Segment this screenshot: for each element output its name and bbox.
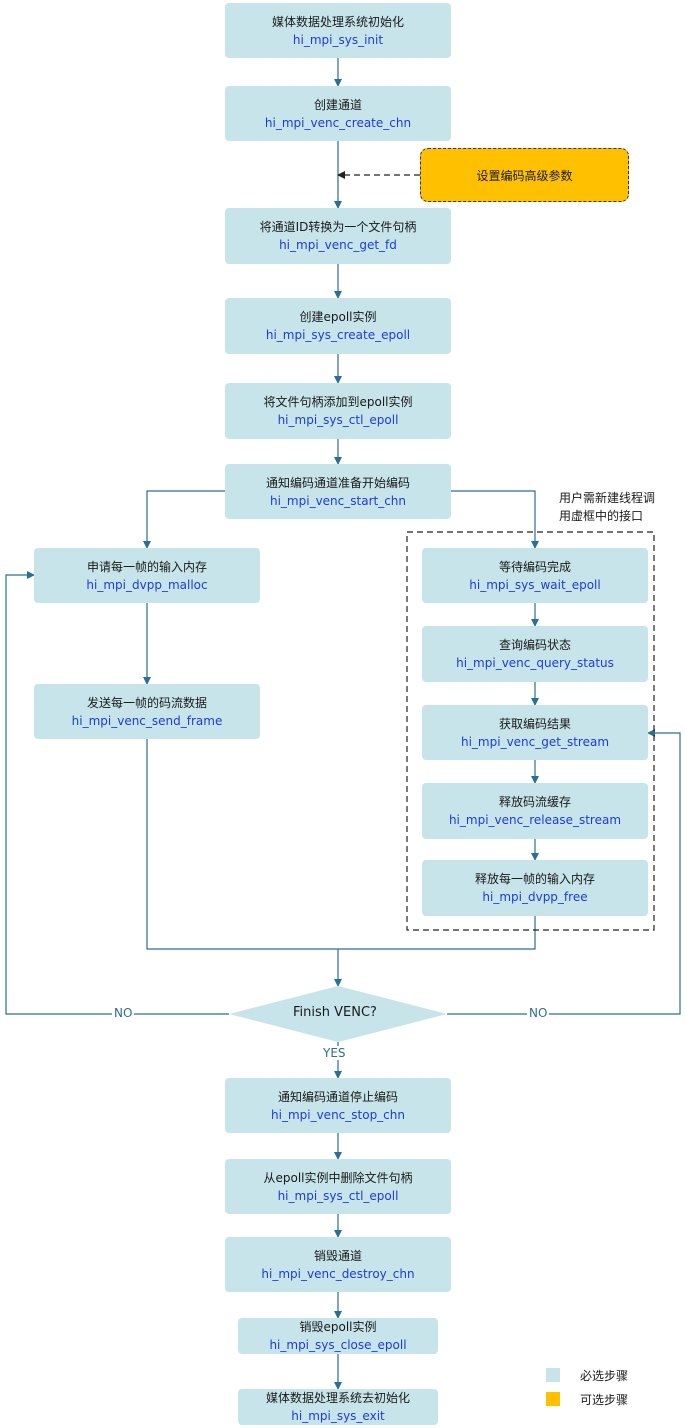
step-ctl-epoll-add: 将文件句柄添加到epoll实例 hi_mpi_sys_ctl_epoll <box>225 383 451 439</box>
legend-optional-swatch <box>546 1392 560 1406</box>
step-create-chn: 创建通道 hi_mpi_venc_create_chn <box>225 86 451 141</box>
step-send-frame: 发送每一帧的码流数据 hi_mpi_venc_send_frame <box>34 684 260 739</box>
arrow-start-to-malloc <box>143 490 225 549</box>
step-title: 媒体数据处理系统去初始化 <box>265 1391 410 1405</box>
step-func: hi_mpi_venc_create_chn <box>264 115 412 130</box>
decision-diamond <box>229 986 447 1042</box>
thread-note-line2: 用虚框中的接口 <box>559 509 644 523</box>
step-sys-init: 媒体数据处理系统初始化 hi_mpi_sys_init <box>225 3 451 58</box>
step-sys-exit: 媒体数据处理系统去初始化 hi_mpi_sys_exit <box>238 1389 438 1425</box>
thread-note-line1: 用户需新建线程调 <box>559 491 656 505</box>
step-func: hi_mpi_sys_ctl_epoll <box>277 1188 399 1203</box>
step-title: 创建通道 <box>313 97 362 112</box>
step-func: hi_mpi_venc_get_fd <box>279 238 397 252</box>
step-func: hi_mpi_sys_close_epoll <box>269 1338 407 1352</box>
line-free-to-merge <box>338 916 536 950</box>
step-stop-chn: 通知编码通道停止编码 hi_mpi_venc_stop_chn <box>225 1078 451 1133</box>
step-start-chn: 通知编码通道准备开始编码 hi_mpi_venc_start_chn <box>225 464 451 519</box>
step-ctl-epoll-del: 从epoll实例中删除文件句柄 hi_mpi_sys_ctl_epoll <box>225 1159 451 1214</box>
step-func: hi_mpi_venc_start_chn <box>269 493 407 508</box>
step-get-fd: 将通道ID转换为一个文件句柄 hi_mpi_venc_get_fd <box>225 208 451 264</box>
step-func: hi_mpi_sys_wait_epoll <box>469 577 601 592</box>
step-func: hi_mpi_venc_release_stream <box>448 813 622 827</box>
step-title: 销毁通道 <box>313 1248 362 1263</box>
step-func: hi_mpi_dvpp_malloc <box>86 577 208 592</box>
step-create-epoll: 创建epoll实例 hi_mpi_sys_create_epoll <box>225 298 451 354</box>
step-func: hi_mpi_venc_stop_chn <box>271 1107 405 1122</box>
step-title: 发送每一帧的码流数据 <box>86 695 207 710</box>
step-title: 查询编码状态 <box>498 638 571 652</box>
step-query-status: 查询编码状态 hi_mpi_venc_query_status <box>422 626 648 682</box>
step-title: 创建epoll实例 <box>299 310 377 324</box>
thread-note: 用户需新建线程调 用虚框中的接口 <box>559 489 655 525</box>
line-send-to-merge <box>146 739 338 950</box>
step-title: 申请每一帧的输入内存 <box>86 559 207 574</box>
step-dvpp-free: 释放每一帧的输入内存 hi_mpi_dvpp_free <box>422 860 648 916</box>
step-func: hi_mpi_sys_ctl_epoll <box>277 413 399 427</box>
step-func: hi_mpi_sys_init <box>292 32 384 47</box>
step-title: 将文件句柄添加到epoll实例 <box>263 395 413 409</box>
step-get-stream: 获取编码结果 hi_mpi_venc_get_stream <box>422 705 648 760</box>
step-destroy-chn: 销毁通道 hi_mpi_venc_destroy_chn <box>225 1237 451 1292</box>
step-title: 释放码流缓存 <box>498 795 571 809</box>
decision-no-right: NO <box>527 1006 550 1020</box>
step-func: hi_mpi_venc_query_status <box>456 656 614 670</box>
step-title: 释放每一帧的输入内存 <box>474 872 595 886</box>
thread-dashed-frame <box>406 531 655 931</box>
decision-yes: YES <box>321 1046 348 1060</box>
legend-required-label: 必选步骤 <box>580 1369 629 1383</box>
arrow-start-to-wait <box>451 490 539 549</box>
decision-question: Finish VENC? <box>293 1005 377 1020</box>
step-func: hi_mpi_venc_destroy_chn <box>261 1266 415 1281</box>
step-wait-epoll: 等待编码完成 hi_mpi_sys_wait_epoll <box>422 548 648 603</box>
decision-no-left: NO <box>112 1006 135 1020</box>
step-close-epoll: 销毁epoll实例 hi_mpi_sys_close_epoll <box>238 1318 438 1354</box>
legend-required-swatch <box>546 1368 560 1382</box>
optional-step-advanced-params: 设置编码高级参数 <box>420 148 629 202</box>
step-title: 通知编码通道停止编码 <box>277 1089 398 1104</box>
step-title: 等待编码完成 <box>498 559 571 574</box>
optional-step-label: 设置编码高级参数 <box>476 168 573 183</box>
step-func: hi_mpi_venc_get_stream <box>460 734 610 749</box>
step-title: 通知编码通道准备开始编码 <box>265 475 410 490</box>
step-title: 将通道ID转换为一个文件句柄 <box>259 220 417 234</box>
step-title: 媒体数据处理系统初始化 <box>271 14 404 29</box>
arrow-no-left-loop <box>5 571 229 1015</box>
step-title: 销毁epoll实例 <box>299 1320 377 1334</box>
step-release-stream: 释放码流缓存 hi_mpi_venc_release_stream <box>422 783 648 839</box>
step-func: hi_mpi_sys_exit <box>291 1409 385 1423</box>
step-title: 获取编码结果 <box>498 716 571 731</box>
step-func: hi_mpi_dvpp_free <box>482 890 588 904</box>
legend-optional-label: 可选步骤 <box>580 1393 629 1407</box>
step-title: 从epoll实例中删除文件句柄 <box>263 1170 413 1185</box>
step-func: hi_mpi_sys_create_epoll <box>265 328 411 342</box>
step-dvpp-malloc: 申请每一帧的输入内存 hi_mpi_dvpp_malloc <box>34 548 260 603</box>
arrow-no-right-loop <box>447 729 681 1015</box>
step-func: hi_mpi_venc_send_frame <box>71 713 223 728</box>
